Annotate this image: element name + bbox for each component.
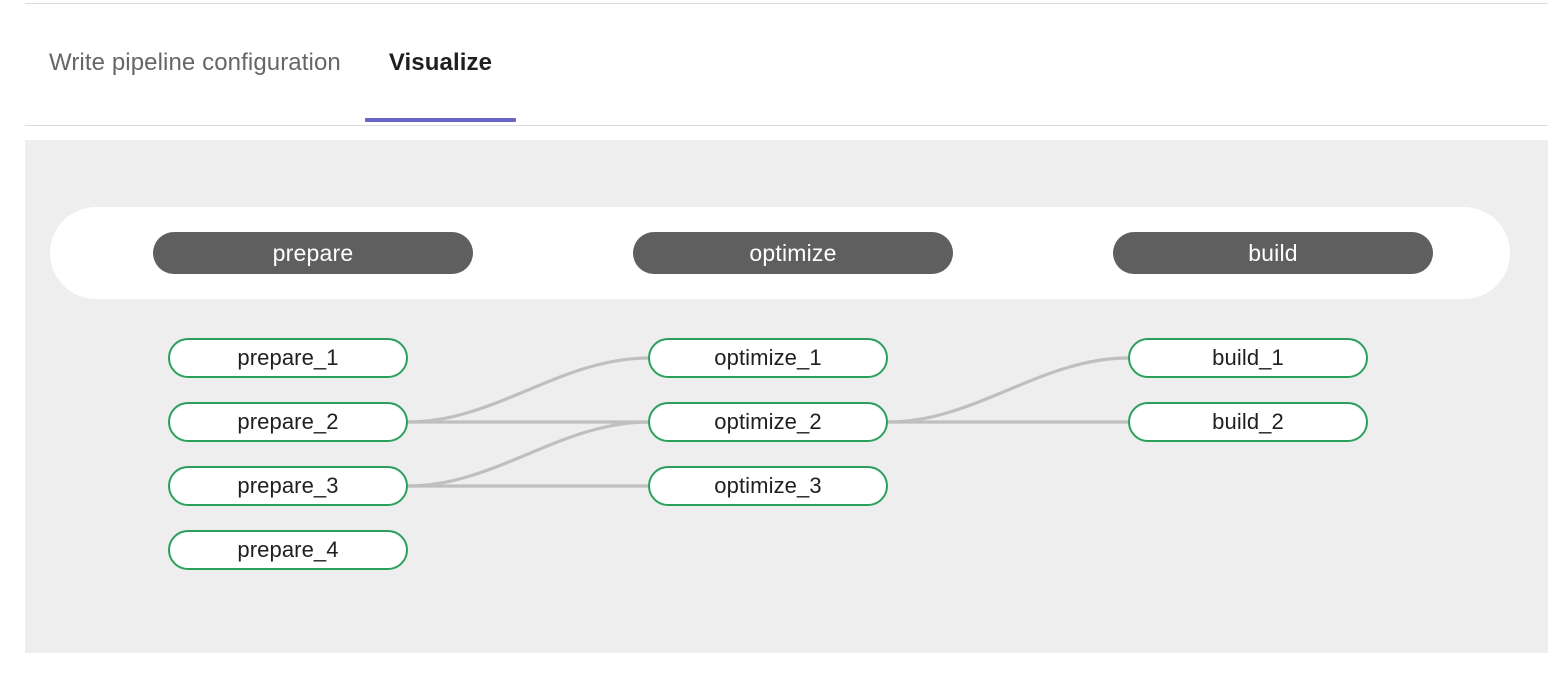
link-prepare_2-optimize_1 (406, 356, 650, 424)
tab-visualize[interactable]: Visualize (364, 48, 517, 122)
job-label: prepare_2 (237, 409, 339, 434)
job-label: prepare_1 (237, 345, 339, 370)
stage-name: build (1248, 240, 1298, 266)
tab-label: Visualize (388, 49, 493, 76)
tab-list: Write pipeline configuration Visualize (25, 48, 517, 122)
stage-header-strip: prepare optimize build (50, 207, 1510, 299)
link-prepare_3-optimize_2 (406, 420, 650, 488)
job-node-prepare_1[interactable]: prepare_1 (168, 338, 408, 378)
job-node-optimize_3[interactable]: optimize_3 (648, 466, 888, 506)
stage-pill-optimize[interactable]: optimize (633, 232, 953, 274)
job-node-optimize_2[interactable]: optimize_2 (648, 402, 888, 442)
stage-name: prepare (272, 240, 354, 266)
job-label: build_2 (1212, 409, 1284, 434)
job-node-build_2[interactable]: build_2 (1128, 402, 1368, 442)
job-node-prepare_3[interactable]: prepare_3 (168, 466, 408, 506)
active-tab-underline (364, 118, 517, 122)
tab-write-pipeline-configuration[interactable]: Write pipeline configuration (25, 48, 365, 122)
job-label: optimize_3 (714, 473, 822, 498)
stage-pill-build[interactable]: build (1113, 232, 1433, 274)
link-optimize_2-build_1 (886, 356, 1130, 424)
job-node-prepare_4[interactable]: prepare_4 (168, 530, 408, 570)
job-label: prepare_3 (237, 473, 339, 498)
tab-bar: Write pipeline configuration Visualize (25, 4, 1548, 126)
stage-name: optimize (749, 240, 837, 266)
job-label: build_1 (1212, 345, 1284, 370)
pipeline-graph-panel: prepare optimize build prep (25, 140, 1548, 653)
tab-label: Write pipeline configuration (49, 49, 341, 76)
job-label: prepare_4 (237, 537, 339, 562)
job-label: optimize_1 (714, 345, 822, 370)
job-node-prepare_2[interactable]: prepare_2 (168, 402, 408, 442)
job-node-build_1[interactable]: build_1 (1128, 338, 1368, 378)
top-divider (25, 3, 1548, 4)
job-label: optimize_2 (714, 409, 822, 434)
stage-pill-prepare[interactable]: prepare (153, 232, 473, 274)
job-node-optimize_1[interactable]: optimize_1 (648, 338, 888, 378)
